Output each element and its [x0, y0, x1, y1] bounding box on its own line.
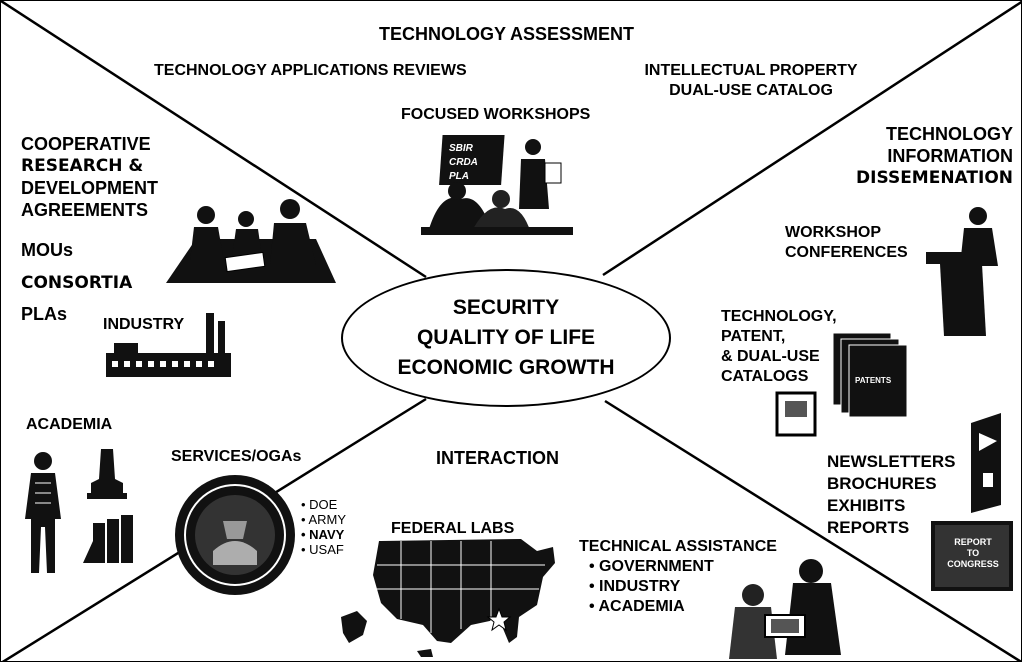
report-to-congress-illustration: REPORT TO CONGRESS	[931, 521, 1013, 591]
technology-assessment-title: TECHNOLOGY ASSESSMENT	[379, 24, 635, 44]
goal-quality-of-life: QUALITY OF LIFE	[416, 326, 596, 349]
goal-economic-growth: ECONOMIC GROWTH	[397, 356, 615, 379]
publications-text: NEWSLETTERS BROCHURES EXHIBITS REPORTS	[827, 452, 956, 537]
workshop-classroom-illustration: SBIR CRDA PLA	[421, 135, 573, 235]
department-seal-icon	[175, 475, 295, 595]
consortia-label: CONSORTIA	[21, 273, 133, 293]
focused-workshops-label: FOCUSED WORKSHOPS	[401, 106, 591, 123]
applications-reviews-label: TECHNOLOGY APPLICATIONS REVIEWS	[154, 62, 467, 79]
speaker-podium-illustration	[926, 207, 998, 336]
academia-label: ACADEMIA	[26, 416, 113, 433]
report-label-line2: TO	[967, 548, 979, 558]
exhibit-stand-icon	[971, 413, 1001, 513]
center-goals-oval: SECURITY QUALITY OF LIFE ECONOMIC GROWTH	[341, 269, 671, 407]
us-map-illustration	[341, 539, 555, 657]
board-line-crda: CRDA	[449, 157, 478, 168]
services-list: DOE ARMY NAVY USAF	[301, 497, 346, 557]
mous-label: MOUs	[21, 240, 74, 260]
meeting-illustration	[166, 199, 336, 283]
technical-assistance-text: TECHNICAL ASSISTANCE GOVERNMENT INDUSTRY…	[579, 537, 777, 617]
intellectual-property-label: INTELLECTUAL PROPERTY DUAL-USE CATALOG	[644, 62, 858, 99]
dissemination-text: TECHNOLOGY INFORMATION DISSEMENATION	[856, 124, 1013, 188]
industry-label: INDUSTRY	[103, 316, 185, 333]
technical-assistance-illustration	[729, 559, 841, 659]
report-label-line3: CONGRESS	[947, 559, 999, 569]
interaction-label: INTERACTION	[436, 448, 559, 468]
board-line-sbir: SBIR	[449, 143, 474, 154]
catalog-books-illustration: PATENTS	[775, 332, 908, 437]
workshop-conferences-label: WORKSHOP CONFERENCES	[785, 224, 908, 261]
board-line-pla: PLA	[449, 171, 469, 182]
services-ogas-label: SERVICES/OGAs	[171, 448, 302, 465]
crada-text: COOPERATIVE RESEARCH & DEVELOPMENT AGREE…	[21, 134, 159, 220]
factory-icon	[106, 313, 231, 381]
catalogs-text: TECHNOLOGY, PATENT, & DUAL-USE CATALOGS	[721, 308, 837, 385]
federal-labs-label: FEDERAL LABS	[391, 520, 515, 537]
goal-security: SECURITY	[452, 296, 560, 319]
academia-illustration	[25, 449, 133, 573]
plas-label: PLAs	[21, 304, 68, 324]
report-label-line1: REPORT	[954, 537, 992, 547]
patents-book-label: PATENTS	[855, 376, 892, 385]
